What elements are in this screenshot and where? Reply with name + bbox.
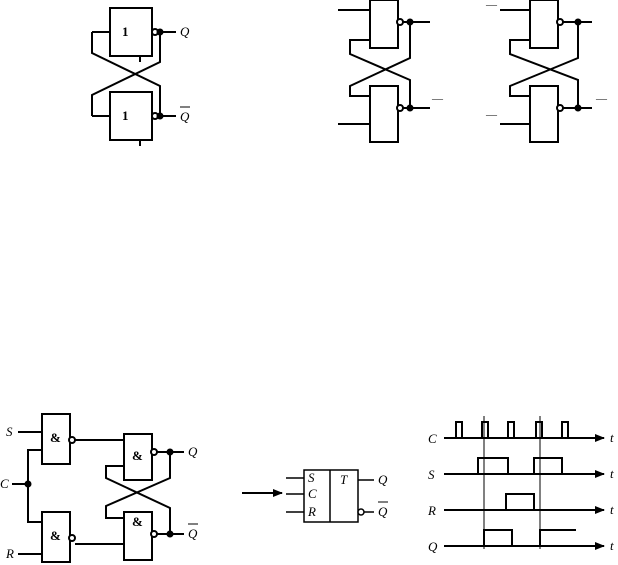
inversion-bubble — [396, 18, 404, 26]
timing-wave-q — [444, 529, 576, 547]
timing-label-r: R — [427, 503, 436, 518]
cross-latch-c-overline-right: — — [595, 93, 608, 105]
and-gate-symbol: & — [132, 514, 143, 529]
timing-axis-t-label: t — [610, 538, 614, 553]
timing-wave-s — [444, 457, 563, 475]
and-gate-symbol: & — [50, 430, 61, 445]
cross-latch-c-overline-top: — — [485, 0, 498, 11]
nor-output-qbar-label: Q — [180, 109, 190, 124]
nor-gate-symbol-top: 1 — [122, 24, 129, 39]
timing-diagram — [444, 416, 605, 550]
inversion-bubble — [556, 18, 564, 26]
timing-axis-t-label: t — [610, 466, 614, 481]
block-output-qbar-label: Q — [378, 504, 388, 519]
inversion-bubble — [357, 508, 365, 516]
nor-gate-top — [109, 7, 153, 57]
cross-latch-c-overline-left: — — [485, 109, 498, 121]
nor-output-q-label: Q — [180, 24, 190, 39]
inversion-bubble — [556, 104, 564, 112]
timing-label-c: C — [428, 431, 437, 446]
nor-latch-diagram — [91, 7, 176, 146]
block-pin-s-label: S — [308, 470, 315, 485]
timing-label-s: S — [428, 467, 435, 482]
nor-gate-bottom — [109, 91, 153, 141]
nor-gate-symbol-bottom: 1 — [122, 108, 129, 123]
and-gate-symbol: & — [50, 528, 61, 543]
junction-dot — [24, 480, 32, 488]
cross-latch-b — [338, 0, 430, 143]
rs-output-q-label: Q — [188, 444, 198, 459]
rs-input-c-label: C — [0, 476, 9, 491]
inversion-bubble — [68, 436, 76, 444]
cross-latch-c — [500, 0, 592, 143]
inversion-bubble — [68, 534, 76, 542]
flip-flop-block-symbol — [286, 469, 374, 523]
block-pin-c-label: C — [308, 486, 317, 501]
timing-wave-r — [444, 493, 535, 511]
timing-label-q: Q — [428, 539, 438, 554]
clocked-rs-diagram — [12, 413, 184, 563]
timing-axis-t-label: t — [610, 430, 614, 445]
rs-output-qbar-label: Q — [188, 526, 198, 541]
inversion-bubble — [150, 530, 158, 538]
and-gate-symbol: & — [132, 448, 143, 463]
inversion-bubble — [150, 448, 158, 456]
timing-axis-t-label: t — [610, 502, 614, 517]
block-pin-r-label: R — [307, 504, 316, 519]
rs-input-s-label: S — [6, 424, 13, 439]
cross-latch-b-overline: — — [431, 93, 444, 105]
timing-wave-c — [444, 421, 569, 439]
block-output-q-label: Q — [378, 472, 388, 487]
block-type-label: T — [340, 472, 348, 487]
rs-input-r-label: R — [5, 546, 14, 561]
inversion-bubble — [396, 104, 404, 112]
